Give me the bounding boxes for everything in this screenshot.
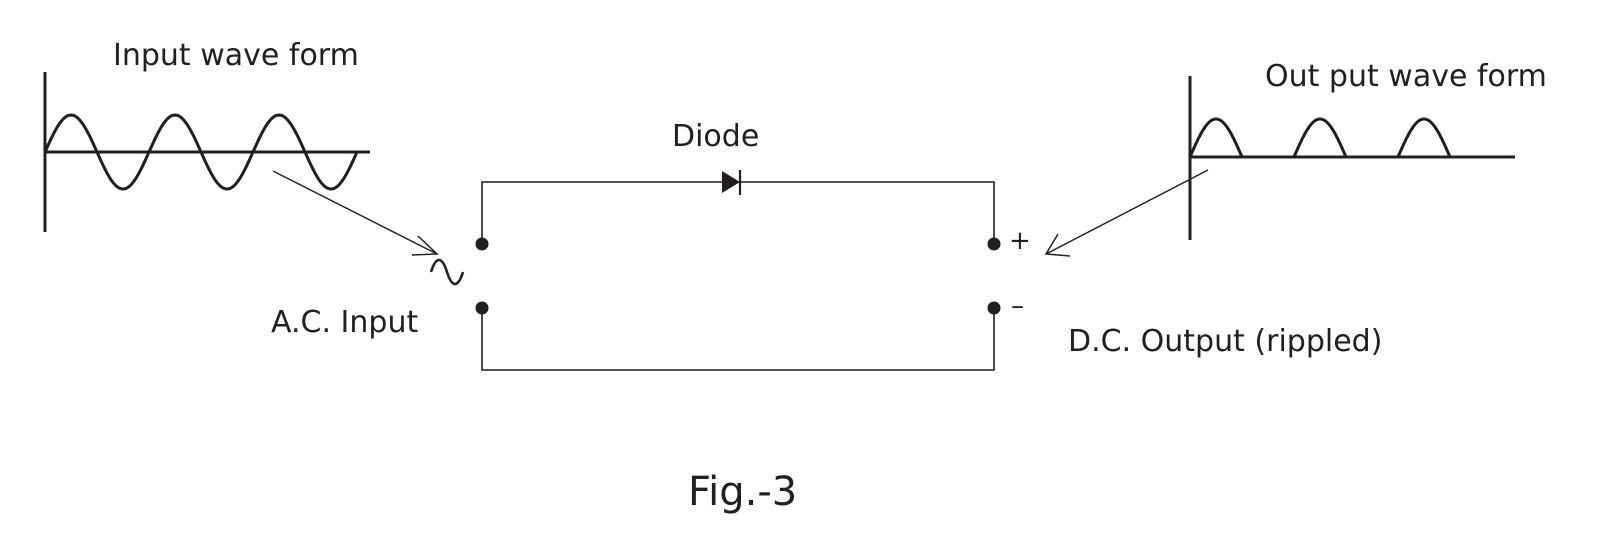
input-pointer-arrow bbox=[272, 170, 439, 256]
ac-input-terminal-bottom bbox=[475, 301, 489, 315]
dc-output-label: D.C. Output (rippled) bbox=[1068, 324, 1382, 359]
output-waveform: Out put wave form bbox=[1188, 59, 1547, 240]
figure-caption: Fig.-3 bbox=[688, 469, 797, 515]
diode-symbol-icon bbox=[722, 170, 742, 195]
input-sine-curve bbox=[43, 113, 359, 191]
input-waveform: Input wave form bbox=[43, 38, 370, 232]
minus-sign: – bbox=[1011, 291, 1024, 321]
ac-input-terminal-top bbox=[475, 237, 489, 251]
tilde-ac-icon bbox=[429, 258, 465, 286]
bottom-wire bbox=[481, 308, 995, 371]
top-wire bbox=[481, 181, 995, 244]
dc-output-terminal-positive bbox=[987, 237, 1001, 251]
dc-output-terminal-negative bbox=[987, 301, 1001, 315]
ac-input-label: A.C. Input bbox=[271, 305, 418, 340]
circuit: Diode + – A.C. Input D.C. Output (ripple… bbox=[271, 119, 1382, 371]
diode-label: Diode bbox=[672, 119, 759, 154]
input-wave-label: Input wave form bbox=[113, 38, 359, 73]
plus-sign: + bbox=[1009, 226, 1031, 256]
output-wave-label: Out put wave form bbox=[1265, 59, 1547, 94]
output-pointer-arrow bbox=[1044, 169, 1209, 257]
output-half-wave-curve bbox=[1188, 117, 1452, 158]
